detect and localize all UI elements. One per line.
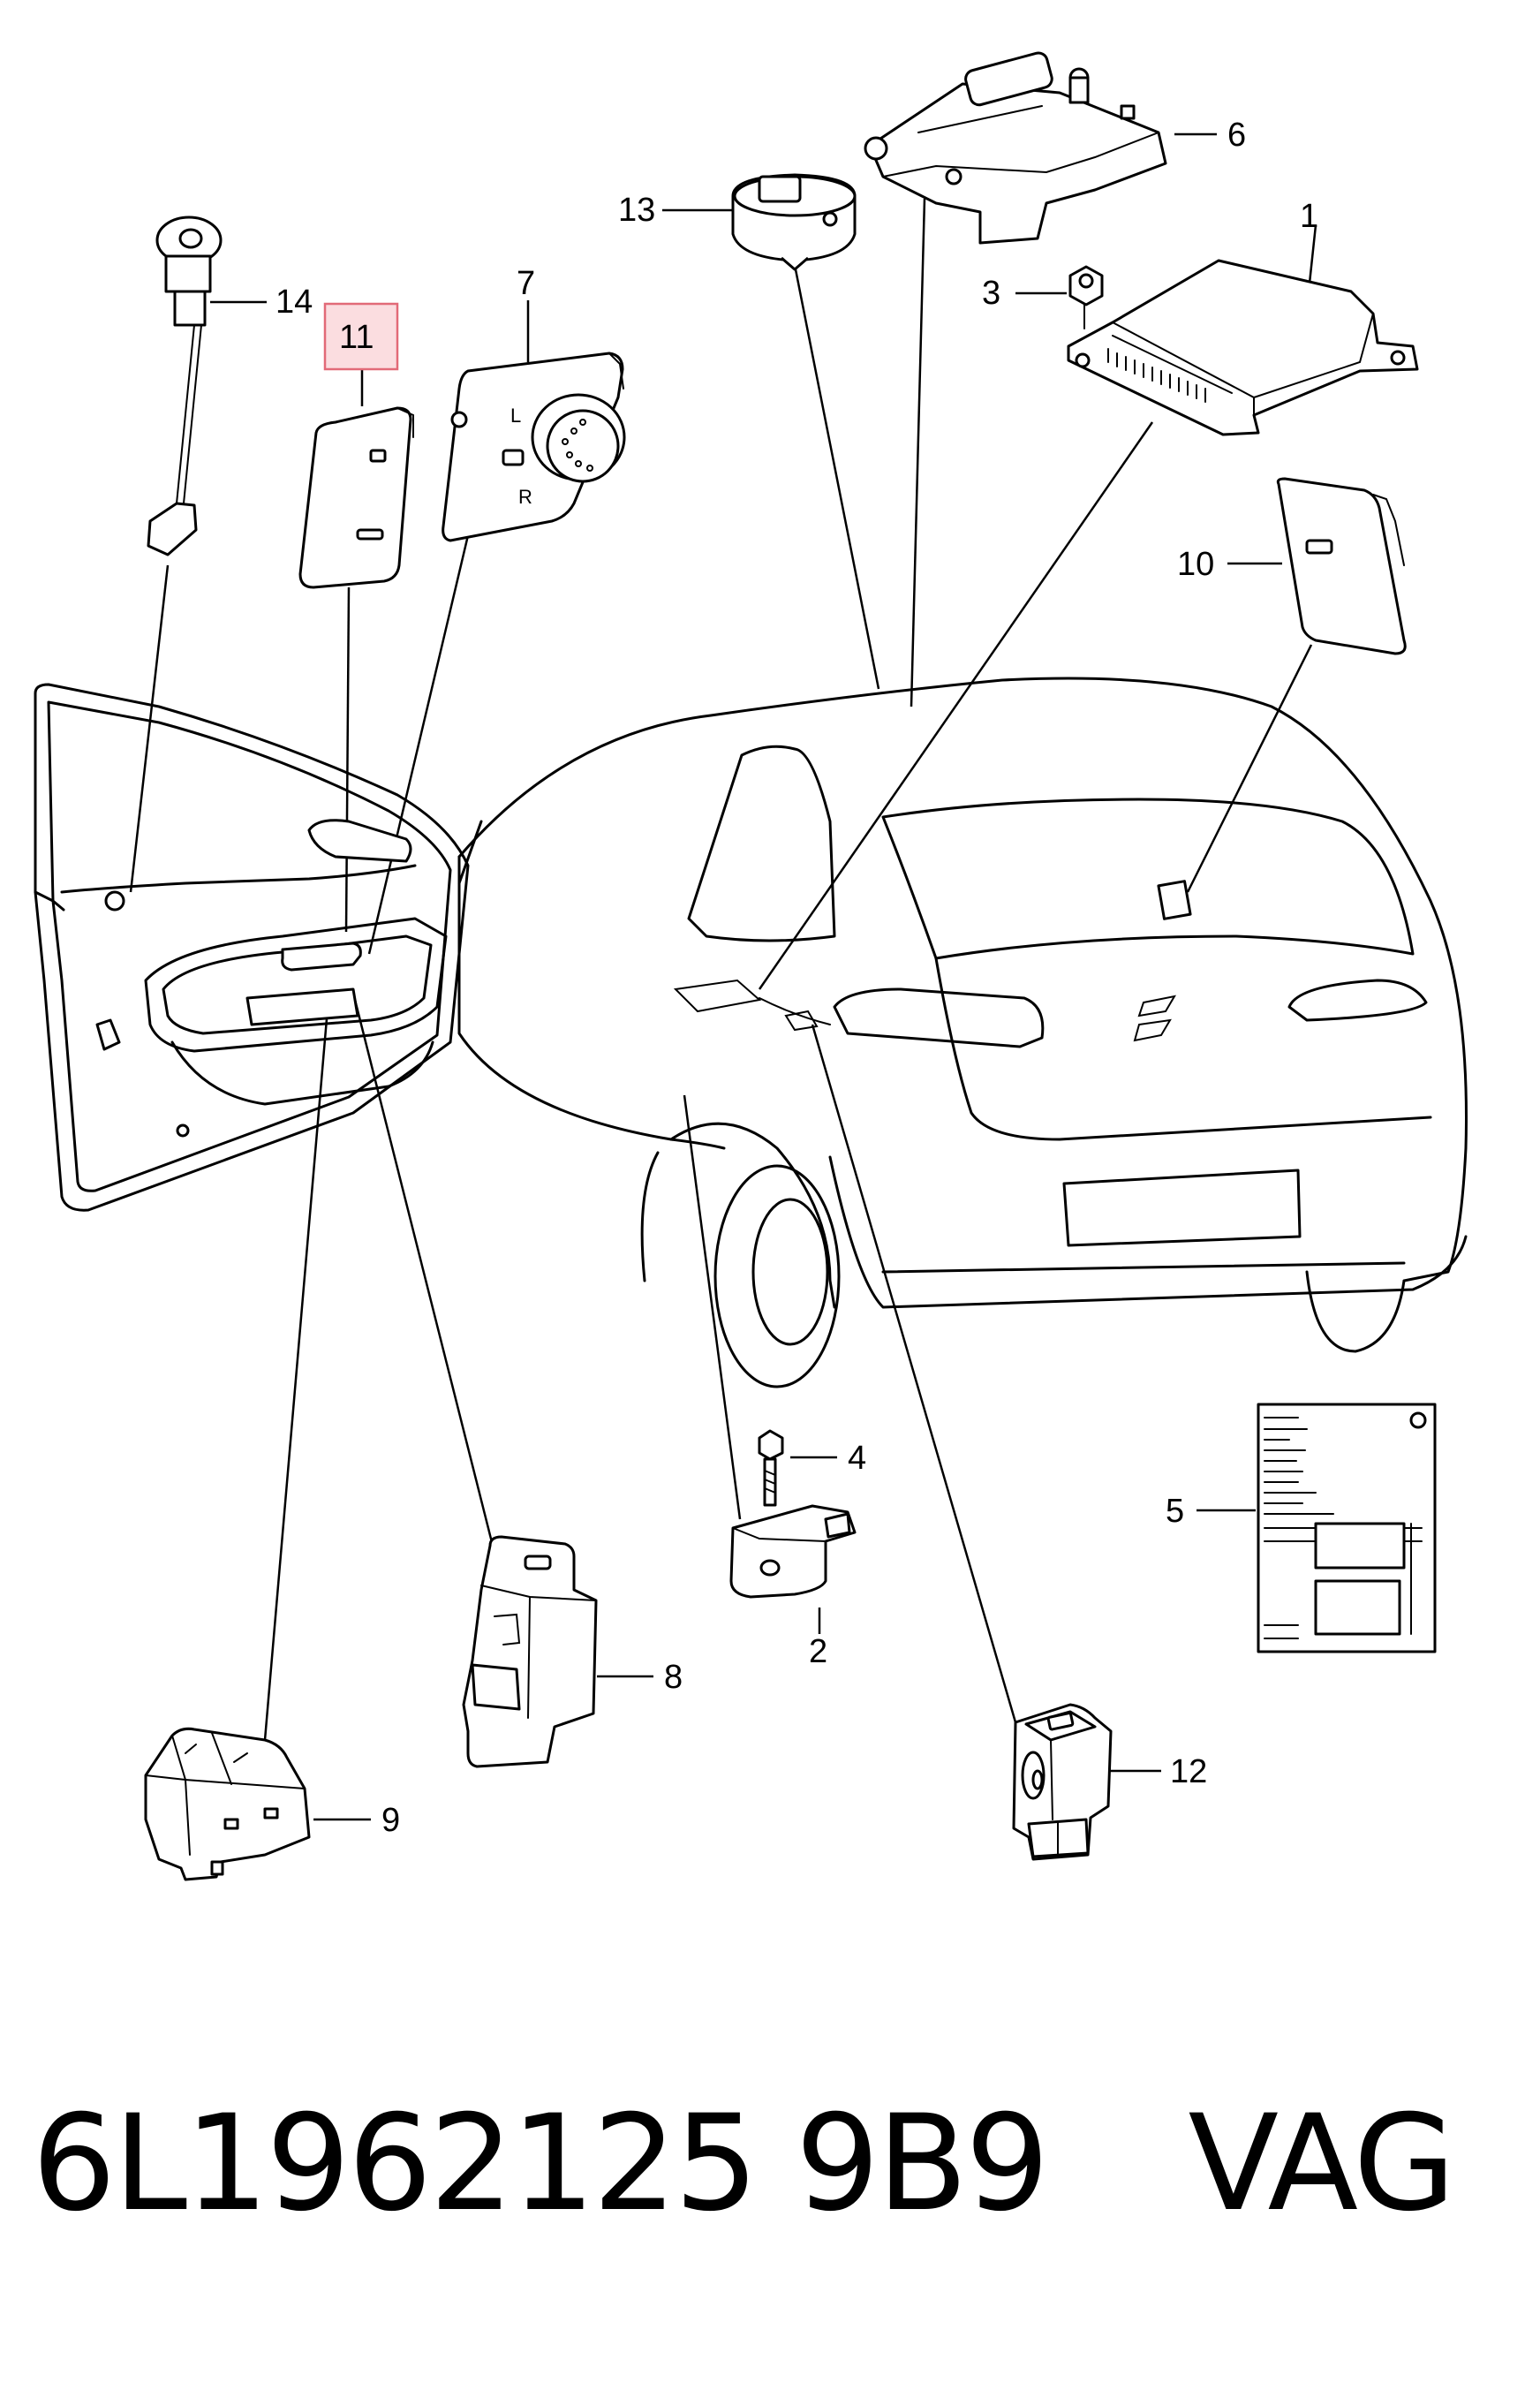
part-number: 6L1962125 9B9 — [32, 2087, 1050, 2241]
callout-1: 1 — [1300, 198, 1318, 235]
callout-3: 3 — [982, 275, 1000, 312]
part-10-cover — [1276, 477, 1407, 655]
callout-numbers: 11 1 3 6 13 7 14 10 5 4 2 8 9 12 — [276, 117, 1318, 1839]
part-5-label — [1257, 1403, 1437, 1653]
callout-9: 9 — [381, 1802, 400, 1839]
callout-2: 2 — [809, 1633, 827, 1670]
part-13-sensor — [731, 173, 857, 271]
callout-4: 4 — [848, 1440, 866, 1477]
brand-name: VAG — [1188, 2087, 1456, 2241]
part-caption: 6L1962125 9B9 VAG — [32, 2076, 1515, 2252]
callout-14: 14 — [276, 284, 313, 321]
part-1-control-unit — [1067, 259, 1419, 436]
part-6-bracket — [864, 51, 1167, 245]
open-door — [34, 683, 470, 1212]
callout-6: 6 — [1227, 117, 1246, 154]
callout-10: 10 — [1177, 546, 1214, 583]
mirror-switch-right-letter: R — [518, 486, 532, 508]
callout-12: 12 — [1170, 1753, 1207, 1790]
part-4-bolt — [758, 1429, 784, 1507]
part-3-nut — [1068, 265, 1104, 329]
part-11-window-switch-panel — [298, 406, 414, 589]
part-9-window-switch — [144, 1727, 311, 1881]
callout-13: 13 — [618, 192, 655, 229]
part-8-switch — [462, 1535, 598, 1768]
callout-11: 11 — [339, 319, 374, 356]
part-12-rocker-switch — [1012, 1703, 1113, 1861]
car-body — [457, 677, 1468, 1388]
callout-7: 7 — [517, 265, 535, 302]
leader-lines — [129, 132, 1317, 1821]
mirror-switch-left-letter: L — [510, 405, 521, 427]
callout-8: 8 — [664, 1659, 683, 1696]
part-2-sensor — [729, 1504, 857, 1599]
callout-5: 5 — [1166, 1493, 1184, 1530]
part-7-mirror-switch: L R — [442, 352, 626, 542]
highlight-box-11 — [323, 302, 399, 371]
part-14-door-contact — [147, 216, 223, 556]
